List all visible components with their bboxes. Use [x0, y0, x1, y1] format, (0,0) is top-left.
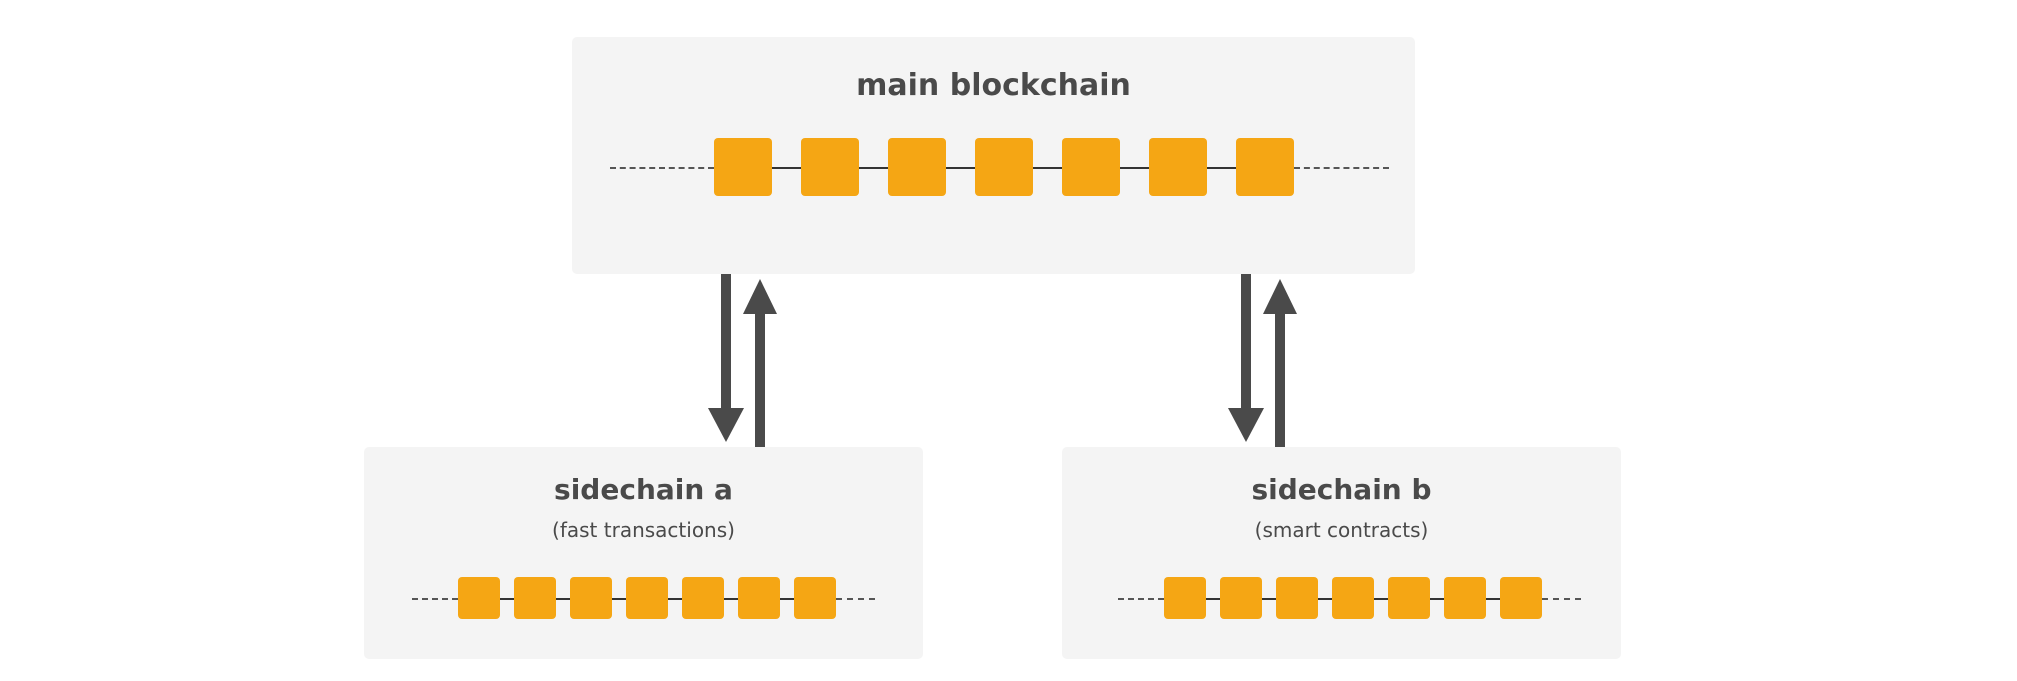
chain-link: [500, 598, 514, 600]
block: [1444, 577, 1486, 619]
chain-dashed-line: [836, 598, 875, 600]
sidechain-b-panel: sidechain b (smart contracts): [1062, 447, 1621, 659]
chain-link: [668, 598, 682, 600]
block: [570, 577, 612, 619]
chain-dashed-line: [1294, 167, 1389, 169]
sidechain-a-chain: [412, 577, 875, 619]
chain-link: [1033, 167, 1062, 169]
chain-link: [1206, 598, 1220, 600]
chain-link: [1318, 598, 1332, 600]
down-arrow-icon: [1228, 274, 1264, 442]
chain-link: [780, 598, 794, 600]
chain-link: [612, 598, 626, 600]
block: [1332, 577, 1374, 619]
block: [1276, 577, 1318, 619]
up-arrow-icon: [743, 279, 777, 447]
chain-link: [1262, 598, 1276, 600]
block: [682, 577, 724, 619]
sidechain-a-subtitle: (fast transactions): [552, 518, 735, 542]
chain-link: [1486, 598, 1500, 600]
down-arrow-icon: [708, 274, 744, 442]
sidechain-a-panel: sidechain a (fast transactions): [364, 447, 923, 659]
chain-dashed-line: [610, 167, 714, 169]
sidechain-b-subtitle: (smart contracts): [1254, 518, 1429, 542]
chain-link: [556, 598, 570, 600]
chain-link: [772, 167, 801, 169]
block: [514, 577, 556, 619]
chain-link: [1430, 598, 1444, 600]
main-blockchain-panel: main blockchain: [572, 37, 1415, 274]
block: [975, 138, 1033, 196]
chain-link: [946, 167, 975, 169]
chain-dashed-line: [412, 598, 458, 600]
chain-dashed-line: [1542, 598, 1581, 600]
chain-link: [859, 167, 888, 169]
block: [888, 138, 946, 196]
chain-dashed-line: [1118, 598, 1164, 600]
block: [738, 577, 780, 619]
chain-link: [1374, 598, 1388, 600]
chain-link: [724, 598, 738, 600]
block: [626, 577, 668, 619]
block: [1220, 577, 1262, 619]
main-blockchain-chain: [610, 138, 1389, 196]
sidechain-b-chain: [1118, 577, 1581, 619]
block: [794, 577, 836, 619]
sidechain-a-title: sidechain a: [554, 473, 733, 506]
block: [1062, 138, 1120, 196]
chain-link: [1120, 167, 1149, 169]
main-blockchain-title: main blockchain: [856, 68, 1131, 103]
block: [1164, 577, 1206, 619]
block: [1500, 577, 1542, 619]
sidechain-b-title: sidechain b: [1251, 473, 1432, 506]
block: [714, 138, 772, 196]
chain-link: [1207, 167, 1236, 169]
block: [458, 577, 500, 619]
block: [1388, 577, 1430, 619]
up-arrow-icon: [1263, 279, 1297, 447]
block: [1236, 138, 1294, 196]
block: [1149, 138, 1207, 196]
block: [801, 138, 859, 196]
